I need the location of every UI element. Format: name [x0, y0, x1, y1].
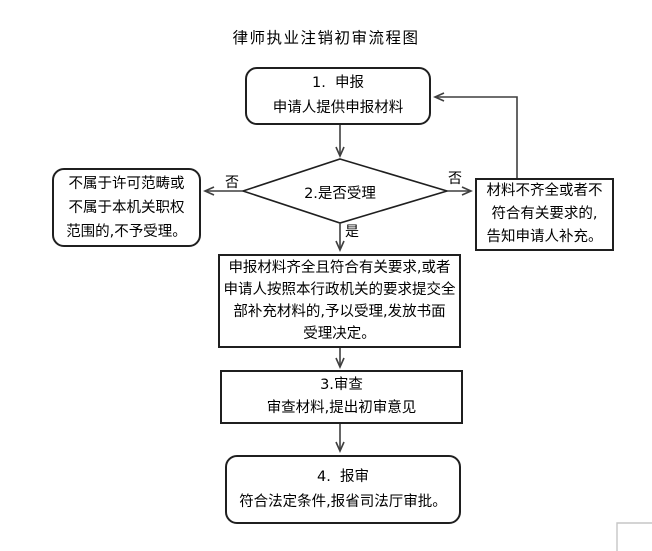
node-line: 部补充材料的,予以受理,发放书面 — [233, 304, 446, 320]
node-line: 范围的,不予受理。 — [66, 223, 187, 240]
node-line: 材料不齐全或者不 — [486, 183, 603, 199]
node-line: 符合有关要求的, — [491, 206, 598, 222]
node-line: 申请人提供申报材料 — [272, 100, 404, 116]
node-line: 受理决定。 — [303, 326, 376, 342]
edge-label-no-left: 否 — [225, 175, 239, 191]
node-line: 3.审查 — [320, 377, 363, 393]
node-line: 审查材料,提出初审意见 — [266, 400, 417, 416]
node-line: 告知申请人补充。 — [486, 229, 603, 245]
node-line: 不属于许可范畴或 — [68, 175, 185, 192]
node-line: 符合法定条件,报省司法厅审批。 — [239, 493, 447, 510]
node-report: 4. 报审 符合法定条件,报省司法厅审批。 — [225, 455, 461, 524]
node-review: 3.审查 审查材料,提出初审意见 — [220, 370, 463, 424]
edge-label-no-right: 否 — [448, 171, 462, 187]
node-line: 申报材料齐全且符合有关要求,或者 — [228, 260, 451, 276]
node-line: 1. 申报 — [311, 75, 365, 91]
node-line: 申请人按照本行政机关的要求提交全 — [223, 282, 456, 298]
node-supplement: 材料不齐全或者不 符合有关要求的, 告知申请人补充。 — [475, 178, 614, 251]
flowchart-title: 律师执业注销初审流程图 — [232, 29, 420, 47]
node-line: 4. 报审 — [316, 468, 370, 485]
node-accept: 申报材料齐全且符合有关要求,或者 申请人按照本行政机关的要求提交全 部补充材料的… — [218, 254, 461, 348]
node-declare: 1. 申报 申请人提供申报材料 — [245, 67, 431, 125]
node-line: 不属于本机关职权 — [68, 199, 185, 216]
page-corner-mark — [616, 522, 652, 551]
node-decision-label: 2.是否受理 — [304, 186, 376, 202]
edge-supplement-to-declare — [433, 92, 518, 178]
edge-label-yes: 是 — [345, 224, 359, 240]
node-reject: 不属于许可范畴或 不属于本机关职权 范围的,不予受理。 — [52, 168, 201, 247]
